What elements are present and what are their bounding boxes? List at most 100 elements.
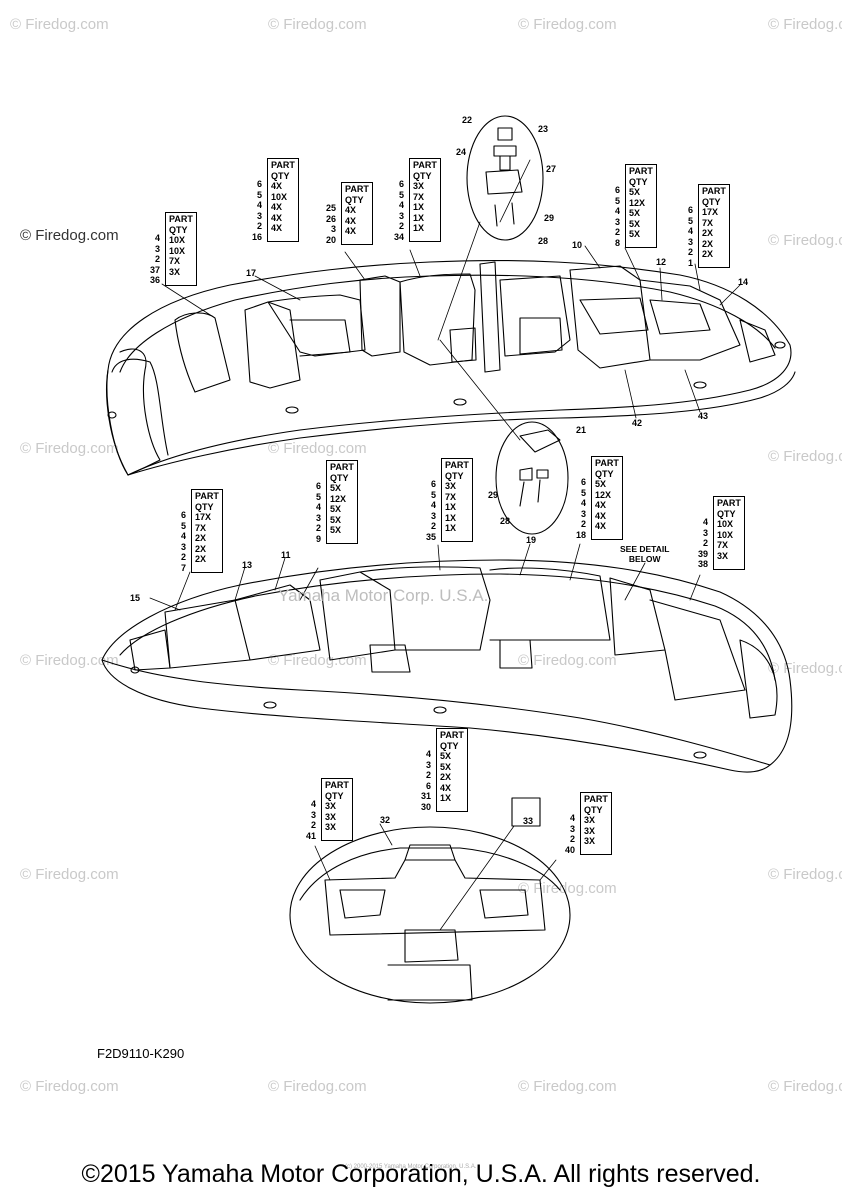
leader-lines [149,159,741,931]
callout-32: 32 [380,815,391,825]
qty-value: 3X [584,825,596,836]
ref-number: 3 [257,210,263,221]
qty-value: 3X [413,181,425,191]
qty-value: 5X [595,479,607,489]
qty-value: 4X [440,782,452,793]
callout-15: 15 [130,593,141,603]
qty-value: 12X [330,493,347,504]
detail-small-middle [495,421,569,535]
qty-value: 3X [325,801,337,811]
callout-13: 13 [242,560,253,570]
ref-number: 6 [431,479,437,489]
qty-value: 3X [169,266,181,277]
ref-number: 1 [688,257,694,268]
detail-small-top [466,115,544,241]
ref-number: 3 [688,236,694,247]
qty-value: 2X [702,238,714,249]
callout-29b: 29 [488,490,499,500]
qty-value: 1X [445,523,457,533]
tiny-copyright: (c) 2000-2015 Yamaha Motor Corporation, … [345,1164,477,1170]
qty-value: 17X [195,512,212,522]
watermark: © Firedog.com [768,866,842,883]
callout-28: 28 [538,236,549,246]
watermark: © Firedog.com [10,16,109,33]
qty-value: 5X [629,229,641,239]
qty-value: 4X [345,205,357,215]
ref-number: 8 [615,237,621,248]
ref-number: 4 [615,206,621,216]
ref-number: 3 [431,510,437,521]
watermark: © Firedog.com [20,866,119,883]
ref-number: 5 [257,189,263,200]
ref-number: 4 [257,200,263,210]
qty-value: 5X [330,525,342,535]
ref-number: 3 [581,508,587,519]
ref-number: 4 [570,813,576,823]
ref-number: 6 [688,205,694,215]
ref-number: 6 [257,179,263,189]
see-detail-label: SEE DETAIL BELOW [620,544,670,564]
callout-23: 23 [538,124,549,134]
detail-oval-drawing [289,826,571,1004]
ref-number: 3 [615,216,621,227]
watermark: © Firedog.com [20,227,119,244]
ref-number: 39 [698,548,709,559]
center-watermark: Yamaha Motor Corp. U.S.A. [278,586,489,605]
ref-number: 3 [316,512,322,523]
qty-value: 5X [440,751,452,761]
qty-value: 5X [330,504,342,514]
ref-number: 41 [306,830,317,841]
ref-number: 5 [431,489,437,500]
callout-28b: 28 [500,516,511,526]
watermark: © Firedog.com [518,880,617,897]
ref-number: 6 [615,185,621,195]
watermark: © Firedog.com [518,16,617,33]
ref-number: 7 [181,562,187,573]
callout-22: 22 [462,115,473,125]
ref-number: 31 [421,791,432,801]
watermark: © Firedog.com [20,652,119,669]
upper-hull-drawing [106,259,796,476]
ref-number: 3 [703,527,709,538]
watermark: © Firedog.com [20,440,119,457]
ref-number: 4 [581,498,587,508]
qty-value: 4X [271,212,283,223]
qty-value: 5X [440,761,452,772]
ref-number: 2 [703,538,709,548]
callout-29: 29 [544,213,555,223]
qty-value: 7X [717,540,729,550]
watermark: © Firedog.com [268,16,367,33]
ref-number: 9 [316,533,322,544]
ref-number: 2 [399,221,405,231]
qty-value: 7X [702,217,714,228]
qty-value: 10X [169,235,186,245]
ref-number: 6 [181,510,187,520]
ref-number: 20 [326,234,337,245]
qty-value: 1X [440,793,452,803]
ref-number: 5 [688,215,694,226]
callout-21: 21 [576,425,587,435]
ref-number: 2 [426,770,432,780]
ref-number: 6 [316,481,322,491]
qty-value: 5X [330,514,342,525]
qty-value: 10X [271,191,288,202]
callout-24: 24 [456,147,467,157]
ref-number: 26 [326,213,337,224]
ref-number: 2 [570,834,576,844]
callout-42: 42 [632,418,643,428]
qty-value: 1X [445,512,457,523]
ref-number: 4 [155,233,161,243]
ref-number: 3 [570,823,576,834]
ref-number: 37 [150,264,161,275]
qty-value: 3X [717,550,729,561]
lower-hull-drawing [101,559,793,773]
callout-27: 27 [546,164,557,174]
qty-value: 5X [629,218,641,229]
qty-value: 1X [445,502,457,512]
